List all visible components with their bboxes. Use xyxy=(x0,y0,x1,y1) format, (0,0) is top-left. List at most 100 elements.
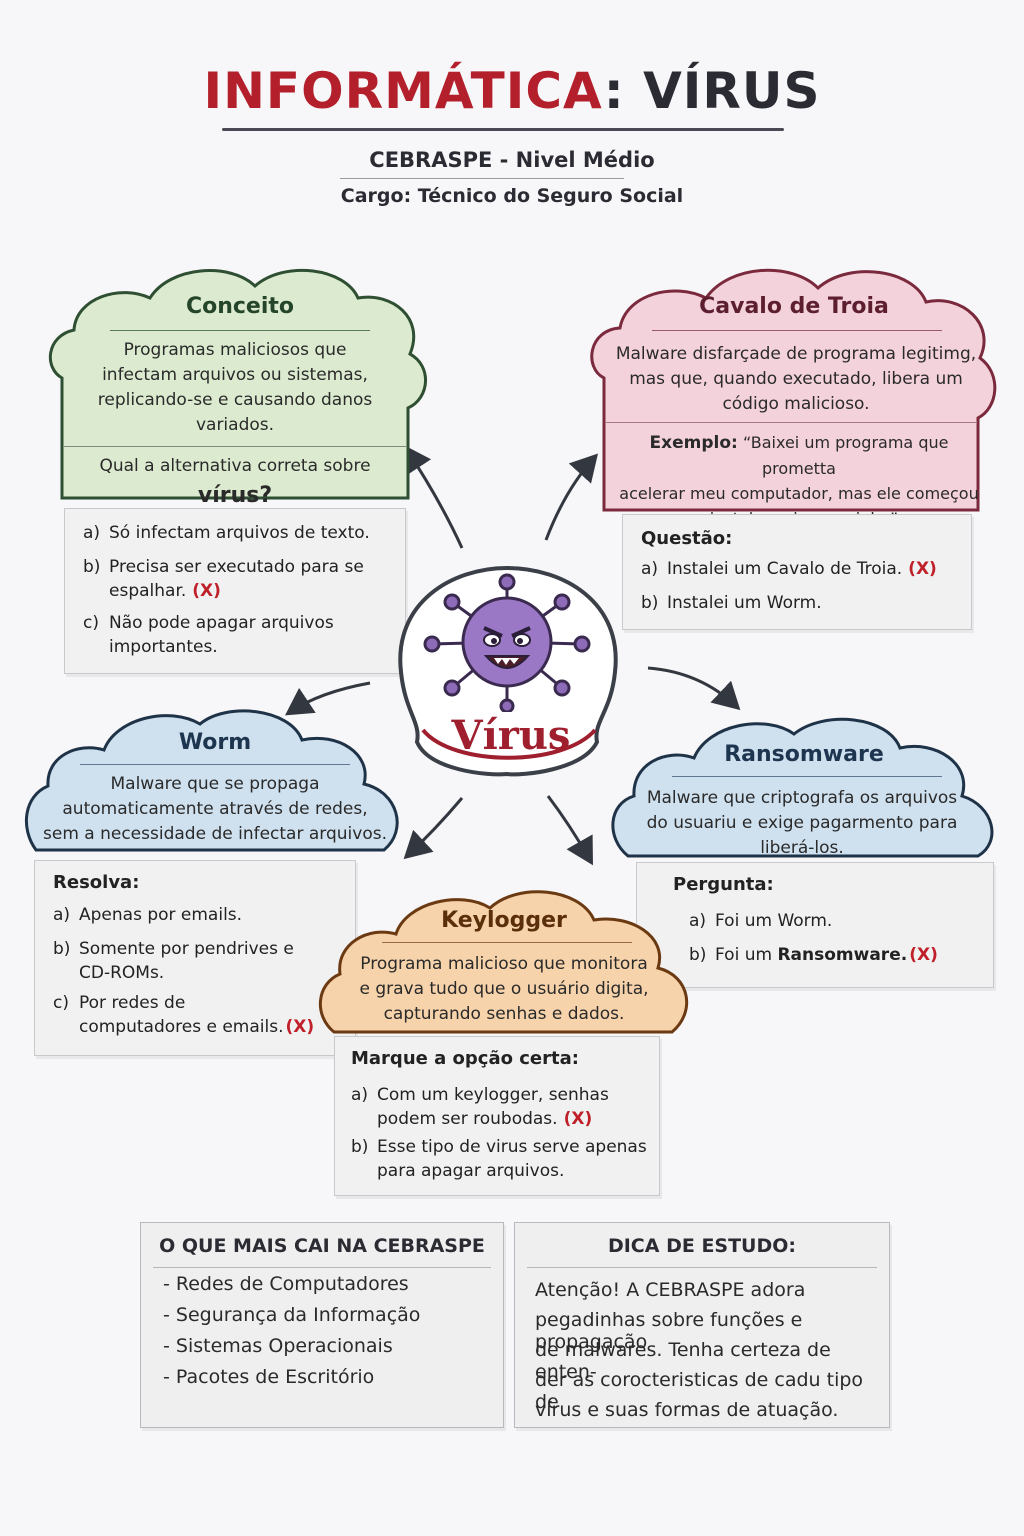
keylogger-card: Marque a opção certa: a) Com um keylogge… xyxy=(334,1036,660,1196)
keylogger-text-line: e grava tudo que o usuário digita, xyxy=(359,979,649,999)
title-divider xyxy=(222,128,784,131)
option-text: computadores e emails. xyxy=(79,1017,284,1037)
cavalo-option-b[interactable]: b) Instalei um Worm. xyxy=(641,591,961,615)
worm-card: Resolva: a) Apenas por emails. b) Soment… xyxy=(34,860,356,1056)
conceito-title: Conceito xyxy=(185,294,295,319)
cargo-line: Cargo: Técnico do Seguro Social xyxy=(340,185,684,207)
option-text: importantes. xyxy=(109,637,218,657)
correct-mark: (X) xyxy=(285,1017,315,1037)
ransomware-cloud: Ransomware Malware que criptografa os ar… xyxy=(602,706,1006,868)
correct-mark: (X) xyxy=(909,945,938,965)
arrow-to-conceito xyxy=(403,444,464,549)
example-line: acelerar meu computador, mas ele começou xyxy=(619,484,979,503)
option-text: Foi um xyxy=(715,945,773,965)
center-label: Vírus xyxy=(451,712,571,759)
cavalo-text-line: código malicioso. xyxy=(722,394,870,414)
mais-cai-item: - Pacotes de Escritório xyxy=(163,1366,375,1388)
option-text: Apenas por emails. xyxy=(79,905,243,925)
dica-line: de malwares. Tenha certeza de enten- xyxy=(535,1339,831,1383)
worm-text-line: automaticamente através de redes, xyxy=(62,799,368,819)
worm-text: Malware que se propaga automaticamente a… xyxy=(40,772,390,847)
cavalo-title: Cavalo de Troia xyxy=(699,294,889,319)
conceito-text-line: variados. xyxy=(195,415,275,435)
conceito-title-rule xyxy=(110,330,370,331)
keylogger-question-label: Marque a opção certa: xyxy=(351,1048,579,1069)
conceito-text-line: replicando-se e causando danos xyxy=(97,390,373,410)
conceito-cloud-shape xyxy=(48,268,427,500)
arrow-to-worm-card xyxy=(403,797,464,860)
virus-icon xyxy=(423,573,591,712)
arrow-to-keylogger xyxy=(546,795,593,866)
option-letter: a) xyxy=(641,559,659,579)
option-text: Esse tipo de virus serve apenas xyxy=(377,1137,647,1157)
dica-line: Atenção! A CEBRASPE adora xyxy=(535,1279,806,1301)
dica-box: DICA DE ESTUDO: Atenção! A CEBRASPE ador… xyxy=(514,1222,890,1428)
option-text: Por redes de xyxy=(79,993,186,1013)
keylogger-title-rule xyxy=(382,942,632,943)
cavalo-text-line: mas que, quando executado, libera um xyxy=(629,369,963,389)
ransomware-text-line: do usuariu e exige pagarmento para xyxy=(646,813,958,833)
dica-line: vírus e suas formas de atuação. xyxy=(535,1399,839,1421)
worm-text-line: Malware que se propaga xyxy=(110,774,320,794)
subtitle-divider xyxy=(340,178,624,179)
option-letter: b) xyxy=(53,939,71,959)
dica-rule xyxy=(527,1267,877,1268)
title-colon: : xyxy=(603,62,625,120)
dica-title: DICA DE ESTUDO: xyxy=(607,1235,797,1257)
ransomware-option-b[interactable]: b) Foi um Ransomware.(X) xyxy=(689,943,983,967)
option-letter: a) xyxy=(689,911,707,931)
option-text: para apagar arquivos. xyxy=(377,1161,565,1181)
option-text: espalhar. xyxy=(109,581,187,601)
option-letter: b) xyxy=(351,1137,369,1157)
example-label: Exemplo: xyxy=(649,433,738,453)
title-topic: VÍRUS xyxy=(643,62,821,120)
cavalo-title-rule xyxy=(652,330,942,331)
worm-text-line: sem a necessidade de infectar arquivos. xyxy=(43,824,387,844)
keylogger-text-line: Programa malicioso que monitora xyxy=(360,954,648,974)
ransomware-text: Malware que criptografa os arquivos do u… xyxy=(632,786,972,861)
mais-cai-box: O QUE MAIS CAI NA CEBRASPE - Redes de Co… xyxy=(140,1222,504,1428)
mais-cai-item: - Sistemas Operacionais xyxy=(163,1335,393,1357)
option-letter: c) xyxy=(53,993,69,1013)
option-letter: b) xyxy=(641,593,659,613)
ransomware-text-line: Malware que criptografa os arquivos xyxy=(646,788,958,808)
keylogger-cloud-shape xyxy=(319,890,689,1034)
keylogger-option-b[interactable]: b) Esse tipo de virus serve apenas para a… xyxy=(351,1135,649,1183)
cavalo-card: Questão: a) Instalei um Cavalo de Troia.… xyxy=(622,514,972,630)
conceito-text: Programas maliciosos que infectam arquiv… xyxy=(70,338,400,438)
option-text: Não pode apagar arquivos xyxy=(109,613,334,633)
ransomware-option-a[interactable]: a) Foi um Worm. xyxy=(689,909,983,933)
option-text: CD-ROMs. xyxy=(79,963,165,983)
keylogger-title: Keylogger xyxy=(441,908,567,933)
ransomware-title-rule xyxy=(672,776,942,777)
option-text: Só infectam arquivos de texto. xyxy=(109,523,370,543)
option-letter: a) xyxy=(53,905,71,925)
conceito-question-rule xyxy=(64,446,406,447)
option-letter: a) xyxy=(351,1085,369,1105)
option-text: podem ser roubodas. xyxy=(377,1109,558,1129)
worm-option-a[interactable]: a) Apenas por emails. xyxy=(53,903,345,927)
correct-mark: (X) xyxy=(192,581,221,601)
ransomware-title: Ransomware xyxy=(724,742,884,767)
option-letter: b) xyxy=(689,945,707,965)
arrow-to-worm xyxy=(285,681,371,716)
cavalo-option-a[interactable]: a) Instalei um Cavalo de Troia.(X) xyxy=(641,557,961,581)
option-text-bold: Ransomware. xyxy=(777,945,908,965)
example-line: “Baixei um programa que prometta xyxy=(742,433,949,478)
worm-option-c[interactable]: c) Por redes de computadores e emails.(X) xyxy=(53,991,345,1039)
option-text: Foi um Worm. xyxy=(715,911,833,931)
worm-question-label: Resolva: xyxy=(53,872,140,893)
mais-cai-item: - Redes de Computadores xyxy=(163,1273,409,1295)
arrow-to-cavalo xyxy=(544,453,599,541)
cavalo-question-label: Questão: xyxy=(641,528,733,549)
subtitle: CEBRASPE - Nivel Médio xyxy=(369,148,655,172)
option-text: Precisa ser executado para se xyxy=(109,557,364,577)
worm-cloud: Worm Malware que se propaga automaticame… xyxy=(20,700,410,872)
dica-line: pegadinhas sobre funções e propagação xyxy=(535,1309,803,1353)
conceito-option-a[interactable]: a) Só infectam arquivos de texto. xyxy=(83,521,395,545)
